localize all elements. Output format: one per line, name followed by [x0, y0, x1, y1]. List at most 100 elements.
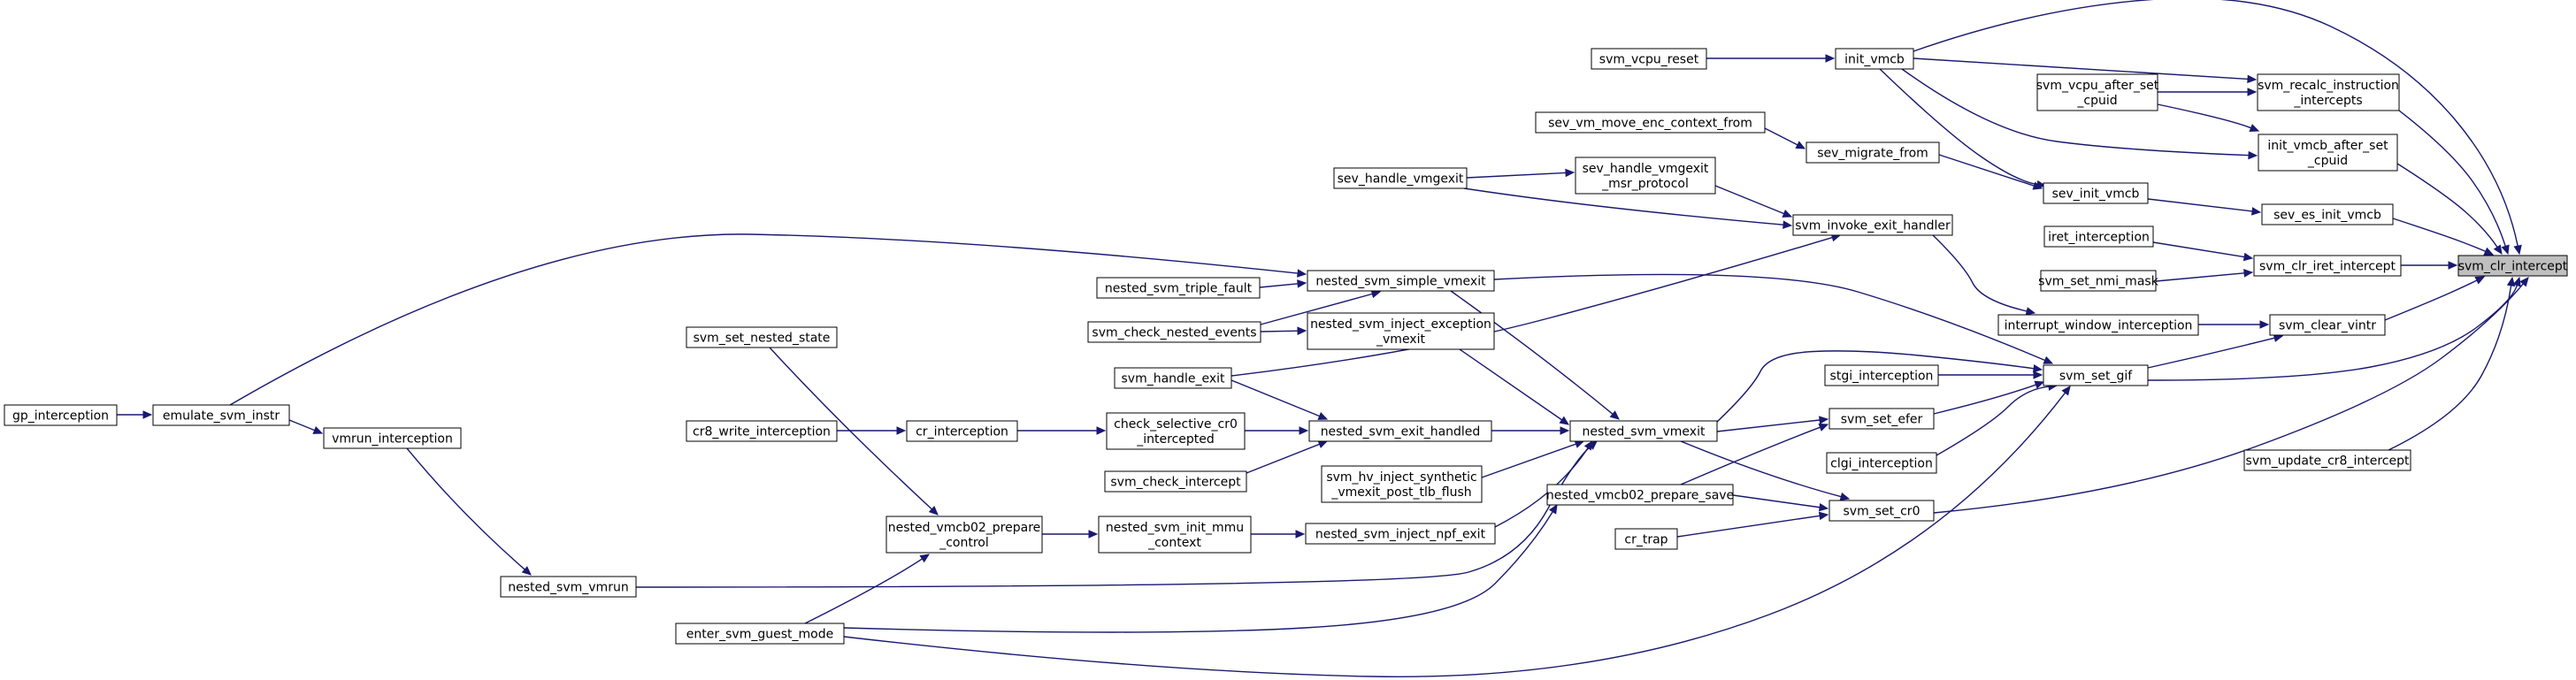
node-label: vmrun_interception	[332, 432, 453, 447]
edge-line	[1913, 0, 2518, 247]
node-init-vmcb-after-set-cpuid[interactable]: init_vmcb_after_set_cpuid	[2258, 134, 2398, 172]
node-nested-svm-exit-handled[interactable]: nested_svm_exit_handled	[1308, 420, 1492, 442]
node-svm-set-cr0[interactable]: svm_set_cr0	[1828, 500, 1935, 522]
node-svm-clr-iret-intercept[interactable]: svm_clr_iret_intercept	[2253, 255, 2402, 277]
node-label: nested_svm_inject_npf_exit	[1315, 528, 1486, 542]
node-nested-svm-init-mmu-context[interactable]: nested_svm_init_mmu_context	[1098, 516, 1252, 554]
node-label: sev_vm_move_enc_context_from	[1548, 117, 1752, 131]
node-label: gp_interception	[12, 409, 109, 424]
node-sev-es-init-vmcb[interactable]: sev_es_init_vmcb	[2261, 203, 2394, 225]
node-label: nested_svm_exit_handled	[1321, 425, 1481, 439]
edge-line	[1466, 172, 1567, 179]
call-edge-cr_interception-to-check_selective_cr0_intercepted	[1017, 426, 1107, 435]
node-cr-interception[interactable]: cr_interception	[906, 420, 1018, 442]
node-svm-check-nested-events[interactable]: svm_check_nested_events	[1087, 321, 1261, 343]
arrowhead	[2483, 247, 2495, 256]
node-box	[2269, 314, 2386, 336]
call-edge-svm_set_cr0-to-svm_clr_intercept	[1933, 277, 2529, 514]
node-label: emulate_svm_instr	[163, 409, 280, 424]
node-box	[2457, 255, 2568, 277]
node-sev-vm-move-enc-context-from[interactable]: sev_vm_move_enc_context_from	[1535, 111, 1766, 134]
node-cr8-write-interception[interactable]: cr8_write_interception	[686, 420, 838, 442]
node-vmrun-interception[interactable]: vmrun_interception	[323, 427, 462, 449]
node-init-vmcb[interactable]: init_vmcb	[1835, 48, 1914, 70]
call-edge-sev_init_vmcb-to-sev_es_init_vmcb	[2147, 198, 2262, 216]
arrowhead	[1819, 416, 1829, 424]
node-label: enter_svm_guest_mode	[686, 628, 833, 642]
node-nested-svm-vmexit[interactable]: nested_svm_vmexit	[1569, 420, 1718, 442]
node-sev-handle-vmgexit[interactable]: sev_handle_vmgexit	[1333, 167, 1468, 189]
call-edge-init_vmcb_after_set_cpuid-to-svm_clr_intercept	[2396, 163, 2503, 256]
node-sev-init-vmcb[interactable]: sev_init_vmcb	[2043, 182, 2149, 204]
node-svm-vcpu-reset[interactable]: svm_vcpu_reset	[1591, 48, 1707, 70]
edge-line	[1932, 234, 2028, 312]
node-svm-update-cr8-intercept[interactable]: svm_update_cr8_intercept	[2243, 449, 2411, 471]
call-edge-svm_check_nested_events-to-nested_svm_inject_exception_vmexit	[1260, 326, 1307, 335]
node-svm-hv-inject-synthetic-vmexit-post-tlb-flush[interactable]: svm_hv_inject_synthetic_vmexit_post_tlb_…	[1321, 465, 1483, 503]
arrowhead	[2043, 355, 2054, 364]
node-interrupt-window-interception[interactable]: interrupt_window_interception	[1997, 314, 2199, 336]
node-svm-invoke-exit-handler[interactable]: svm_invoke_exit_handler	[1792, 214, 1953, 236]
node-label: svm_handle_exit	[1122, 372, 1225, 386]
node-box	[2258, 134, 2398, 172]
node-sev-migrate-from[interactable]: sev_migrate_from	[1806, 141, 1940, 164]
node-iret-interception[interactable]: iret_interception	[2043, 225, 2154, 248]
call-edge-svm_set_nmi_mask-to-svm_clr_iret_intercept	[2155, 269, 2254, 282]
node-label: svm_set_gif	[2059, 370, 2133, 384]
node-nested-vmcb02-prepare-save[interactable]: nested_vmcb02_prepare_save	[1546, 484, 1734, 506]
node-label: interrupt_window_interception	[2005, 319, 2193, 333]
node-box	[1305, 523, 1496, 545]
node-clgi-interception[interactable]: clgi_interception	[1826, 452, 1937, 474]
node-nested-vmcb02-prepare-control[interactable]: nested_vmcb02_prepare_control	[886, 516, 1043, 554]
call-edge-nested_svm_vmrun-to-nested_svm_vmexit	[635, 440, 1598, 588]
node-box	[4, 404, 118, 426]
edge-line	[1493, 273, 2045, 362]
node-check-selective-cr0-intercepted[interactable]: check_selective_cr0_intercepted	[1106, 412, 1246, 450]
node-stgi-interception[interactable]: stgi_interception	[1824, 364, 1939, 386]
node-nested-svm-inject-npf-exit[interactable]: nested_svm_inject_npf_exit	[1305, 523, 1496, 545]
node-svm-set-nested-state[interactable]: svm_set_nested_state	[686, 326, 838, 348]
edge-line	[1259, 283, 1299, 288]
node-nested-svm-simple-vmexit[interactable]: nested_svm_simple_vmexit	[1307, 270, 1495, 292]
node-label: svm_check_intercept	[1110, 476, 1241, 490]
call-edge-svm_set_gif-to-svm_clear_vintr	[2147, 333, 2284, 369]
node-box	[675, 623, 845, 645]
edge-line	[1459, 348, 1562, 421]
node-box	[323, 427, 462, 449]
node-box	[1087, 321, 1261, 343]
node-emulate-svm-instr[interactable]: emulate_svm_instr	[152, 404, 290, 426]
arrowhead	[521, 566, 532, 576]
arrowhead	[2248, 150, 2258, 160]
arrowhead	[2259, 320, 2270, 329]
node-gp-interception[interactable]: gp_interception	[4, 404, 118, 426]
call-edge-check_selective_cr0_intercepted-to-nested_svm_exit_handled	[1245, 426, 1309, 435]
node-nested-svm-triple-fault[interactable]: nested_svm_triple_fault	[1096, 277, 1261, 299]
node-svm-clear-vintr[interactable]: svm_clear_vintr	[2269, 314, 2386, 336]
node-label: _msr_protocol	[1601, 177, 1689, 191]
edge-line	[2152, 241, 2245, 258]
node-svm-clr-intercept[interactable]: svm_clr_intercept	[2457, 255, 2568, 277]
node-label: svm_set_cr0	[1844, 505, 1920, 519]
node-svm-handle-exit[interactable]: svm_handle_exit	[1114, 367, 1232, 389]
node-cr-trap[interactable]: cr_trap	[1614, 528, 1678, 550]
node-sev-handle-vmgexit-msr-protocol[interactable]: sev_handle_vmgexit_msr_protocol	[1575, 157, 1716, 195]
node-box	[886, 516, 1043, 554]
node-svm-recalc-instruction-intercepts[interactable]: svm_recalc_instruction_intercepts	[2257, 73, 2400, 111]
arrowhead	[2242, 252, 2254, 262]
node-label: nested_svm_inject_exception	[1310, 317, 1491, 332]
node-enter-svm-guest-mode[interactable]: enter_svm_guest_mode	[675, 623, 845, 645]
node-svm-set-gif[interactable]: svm_set_gif	[2043, 364, 2149, 386]
node-nested-svm-inject-exception-vmexit[interactable]: nested_svm_inject_exception_vmexit	[1307, 312, 1495, 350]
node-label: cr8_write_interception	[693, 425, 831, 439]
node-box	[2261, 203, 2394, 225]
node-label: _intercepted	[1136, 432, 1215, 447]
node-label: check_selective_cr0	[1114, 417, 1238, 432]
edge-line	[2155, 272, 2245, 282]
arrowhead	[1782, 220, 1793, 229]
node-svm-set-nmi-mask[interactable]: svm_set_nmi_mask	[2038, 270, 2159, 292]
node-label: stgi_interception	[1830, 370, 1934, 384]
node-svm-check-intercept[interactable]: svm_check_intercept	[1104, 470, 1247, 493]
node-svm-vcpu-after-set-cpuid[interactable]: svm_vcpu_after_set_cpuid	[2036, 73, 2159, 111]
node-svm-set-efer[interactable]: svm_set_efer	[1828, 408, 1935, 430]
node-nested-svm-vmrun[interactable]: nested_svm_vmrun	[500, 576, 637, 598]
